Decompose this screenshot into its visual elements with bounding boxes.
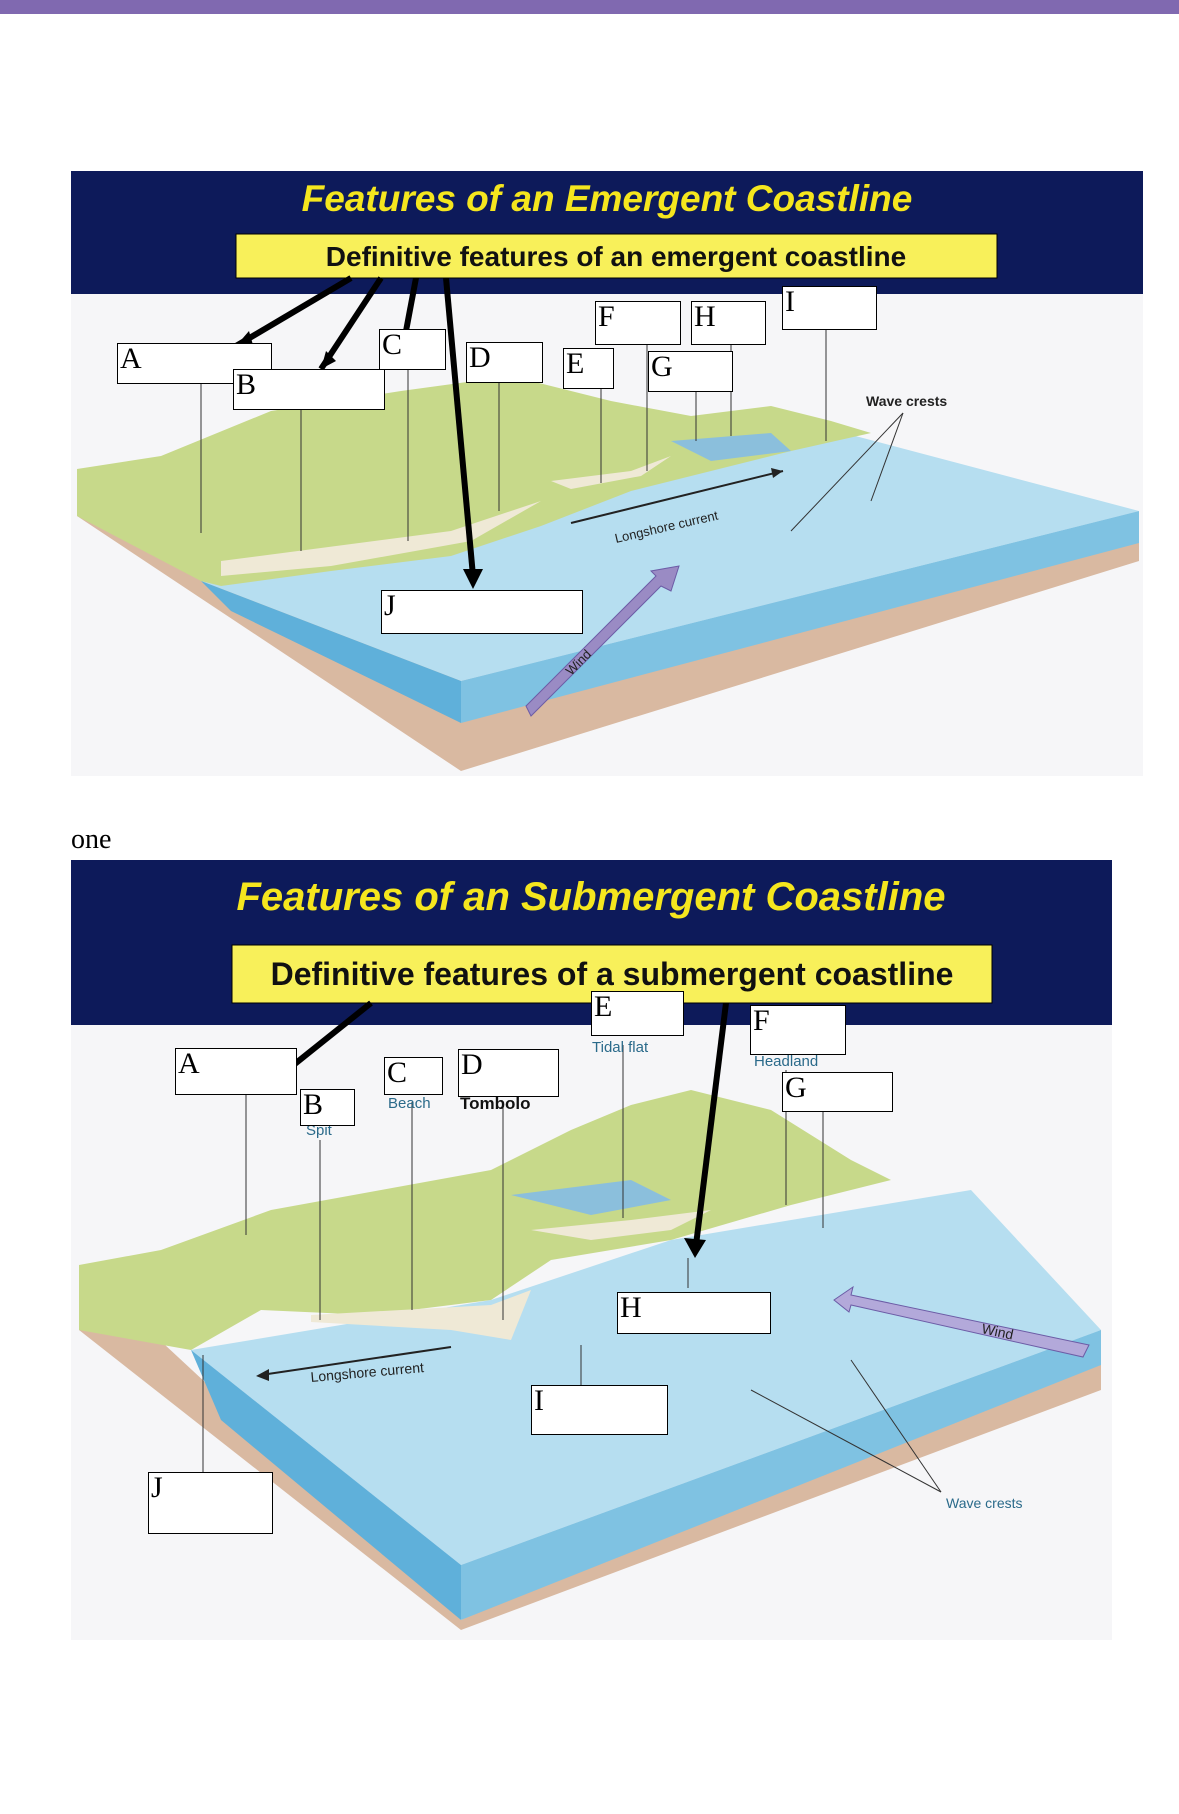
label-box-e[interactable]: E <box>591 991 684 1036</box>
diagram-subtitle: Definitive features of a submergent coas… <box>271 956 954 992</box>
label-box-f[interactable]: F <box>750 1005 846 1055</box>
label-box-d[interactable]: D <box>466 342 543 383</box>
top-accent-bar <box>0 0 1179 14</box>
headland-label: Headland <box>754 1053 818 1070</box>
label-box-a[interactable]: A <box>175 1048 297 1095</box>
label-box-h[interactable]: H <box>691 301 766 345</box>
wave-crests-label: Wave crests <box>946 1495 1023 1511</box>
label-box-f[interactable]: F <box>595 301 681 345</box>
wave-crests-label: Wave crests <box>866 393 947 409</box>
diagram-subtitle: Definitive features of an emergent coast… <box>326 241 906 272</box>
label-box-d[interactable]: D <box>458 1049 559 1097</box>
label-box-b[interactable]: B <box>300 1089 355 1126</box>
between-text: one <box>71 824 111 856</box>
diagram-title: Features of an Submergent Coastline <box>236 875 945 919</box>
emergent-coastline-diagram: Features of an Emergent Coastline Defini… <box>71 171 1143 776</box>
submergent-coastline-diagram: Features of an Submergent Coastline Defi… <box>71 860 1112 1640</box>
label-box-g[interactable]: G <box>648 351 733 392</box>
label-box-c[interactable]: C <box>384 1057 443 1095</box>
label-box-j[interactable]: J <box>381 590 583 634</box>
label-box-c[interactable]: C <box>379 329 446 370</box>
label-box-h[interactable]: H <box>617 1292 771 1334</box>
diagram-title: Features of an Emergent Coastline <box>302 178 913 219</box>
label-box-b[interactable]: B <box>233 369 385 410</box>
tidal-flat-label: Tidal flat <box>592 1039 649 1056</box>
label-box-e[interactable]: E <box>563 348 614 389</box>
label-box-i[interactable]: I <box>782 286 877 330</box>
label-box-i[interactable]: I <box>531 1385 668 1435</box>
label-box-g[interactable]: G <box>782 1072 893 1112</box>
label-box-j[interactable]: J <box>148 1472 273 1534</box>
emergent-diagram-svg: Features of an Emergent Coastline Defini… <box>71 171 1143 776</box>
beach-label: Beach <box>388 1095 431 1112</box>
